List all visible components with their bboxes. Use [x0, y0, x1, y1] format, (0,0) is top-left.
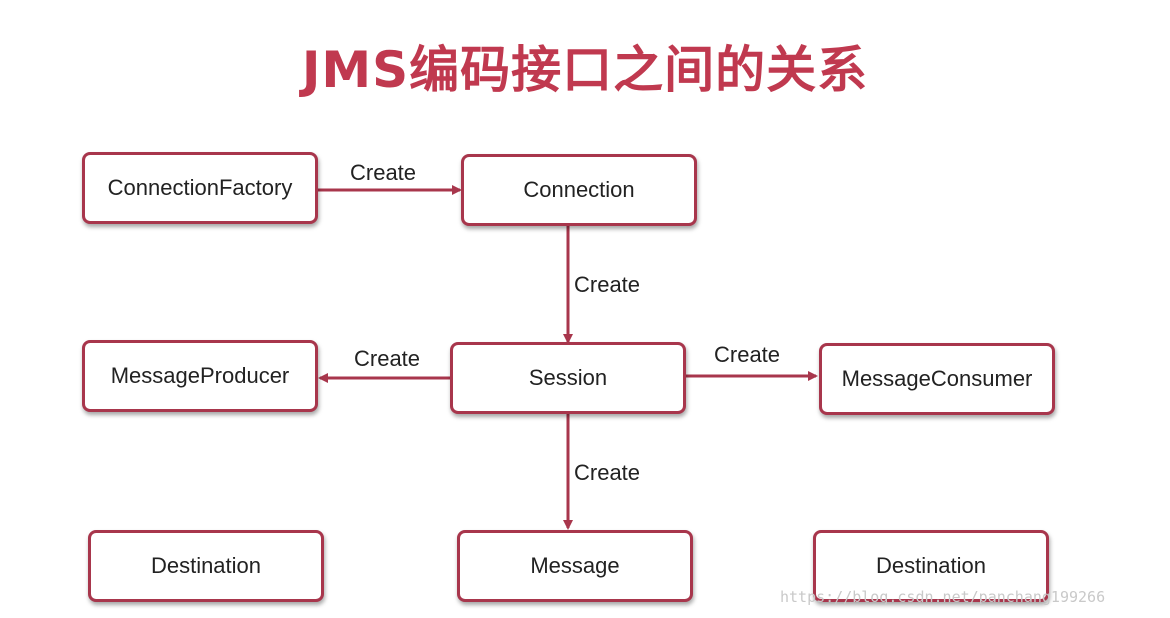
watermark-url: https://blog.csdn.net/panchang199266	[780, 588, 1106, 606]
edge-label-session-message: Create	[574, 460, 641, 485]
edge-label-session-producer: Create	[354, 346, 421, 371]
node-message-consumer: MessageConsumer	[819, 343, 1055, 415]
node-session: Session	[450, 342, 686, 414]
node-destination-right: Destination	[813, 530, 1049, 602]
node-message: Message	[457, 530, 693, 602]
node-message-producer: MessageProducer	[82, 340, 318, 412]
node-connection: Connection	[461, 154, 697, 226]
edge-label-session-consumer: Create	[714, 342, 781, 367]
edge-label-connection-session: Create	[574, 272, 641, 297]
edge-label-factory-connection: Create	[350, 160, 417, 185]
node-connection-factory: ConnectionFactory	[82, 152, 318, 224]
node-destination-left: Destination	[88, 530, 324, 602]
diagram-title: JMS编码接口之间的关系	[301, 41, 869, 99]
